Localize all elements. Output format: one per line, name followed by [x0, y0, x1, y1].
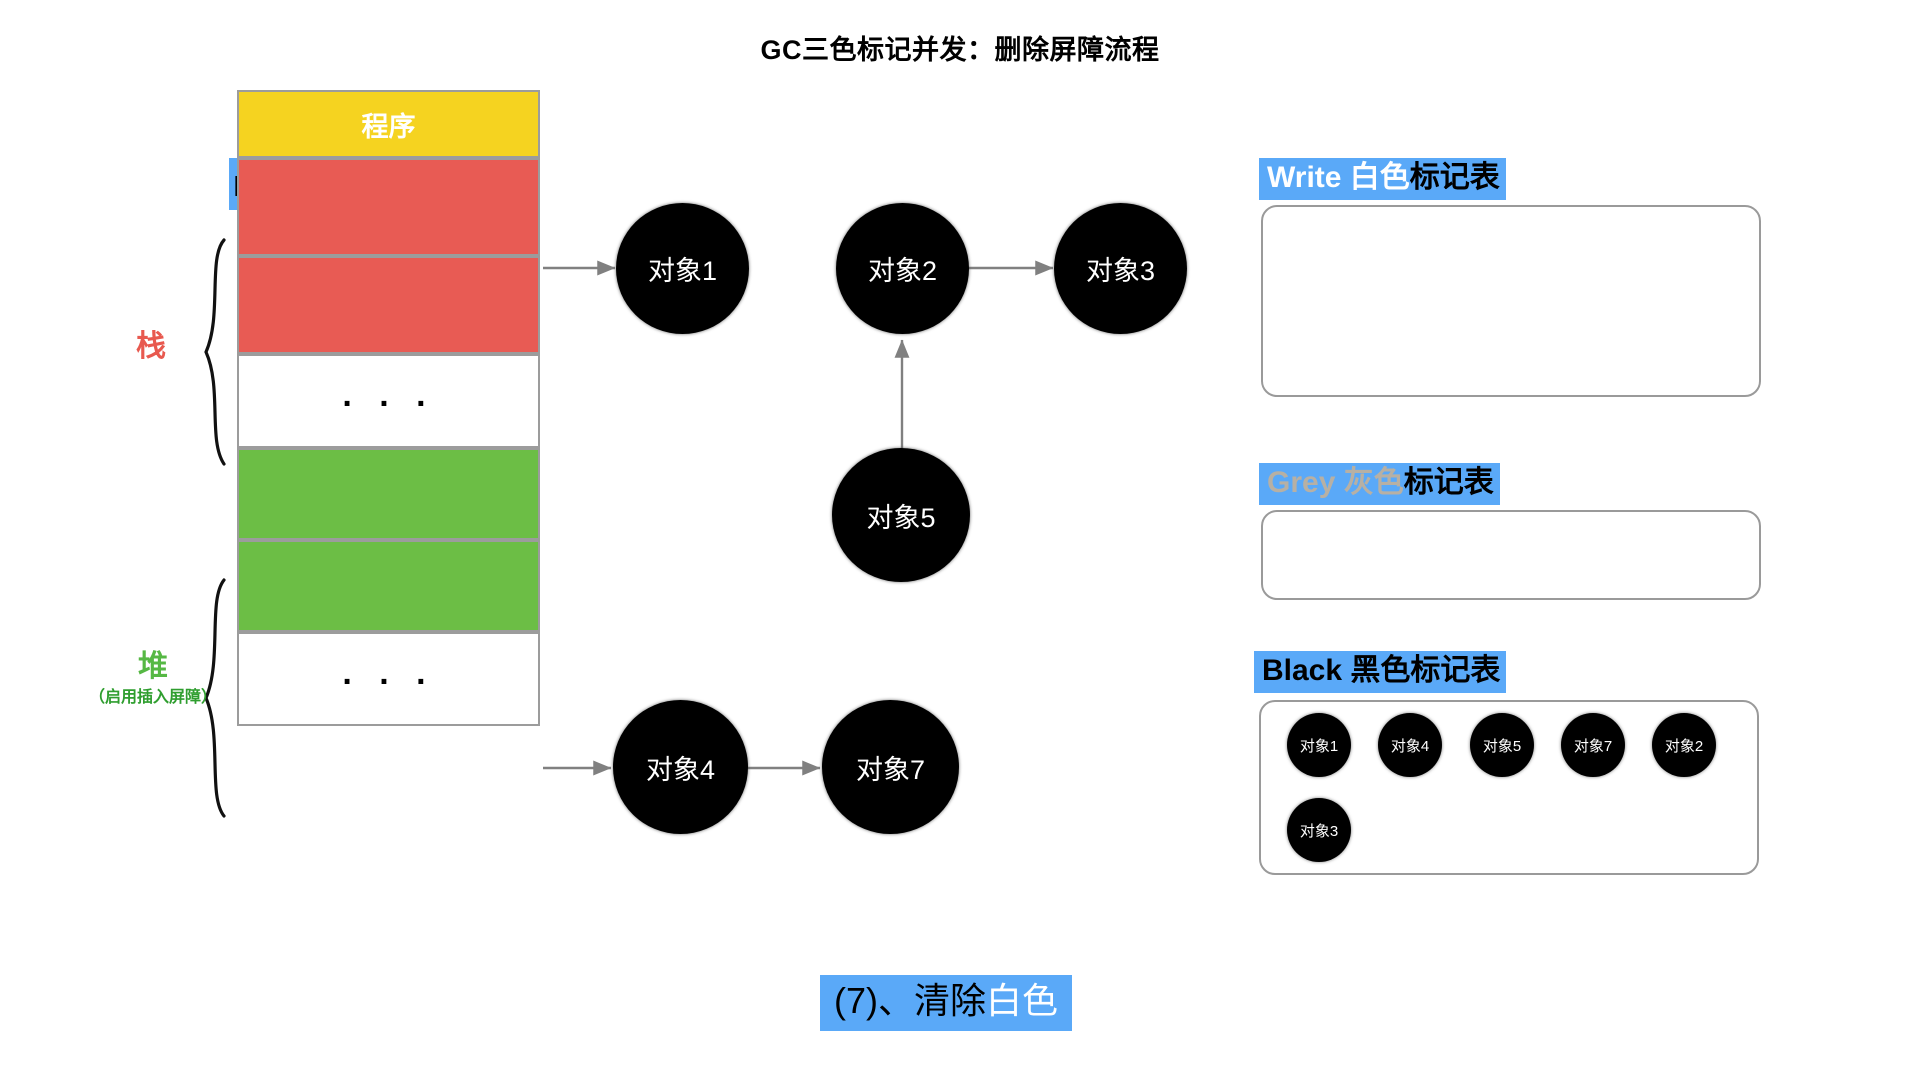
- black-table-header: Black 黑色标记表: [1254, 651, 1507, 693]
- chip-label: 对象3: [1299, 822, 1339, 840]
- grey-table-suffix: 标记表: [1403, 466, 1494, 499]
- object-node-obj5: 对象5: [832, 448, 970, 582]
- memory-block-program: 程序: [237, 90, 540, 158]
- chip-label: 对象4: [1390, 737, 1430, 755]
- black-table-keyword: Black 黑色: [1262, 654, 1411, 687]
- object-node-obj2: 对象2: [836, 203, 969, 334]
- object-label: 对象5: [866, 502, 936, 533]
- caption-prefix: (7)、清除: [834, 980, 986, 1021]
- black-table-chip: 对象4: [1378, 713, 1442, 777]
- stack-ellipsis-label: . . .: [342, 376, 435, 414]
- memory-block-stack-ellipsis: . . .: [237, 354, 540, 448]
- chip-label: 对象2: [1664, 737, 1704, 755]
- white-table-box: [1261, 205, 1761, 397]
- memory-block-heap-slot-1: [237, 448, 540, 540]
- step-caption: (7)、清除白色: [820, 975, 1073, 1031]
- stack-brace: [204, 238, 226, 466]
- object-label: 对象7: [855, 754, 926, 785]
- white-table-suffix: 标记表: [1409, 161, 1500, 194]
- object-label: 对象1: [647, 256, 718, 286]
- black-table-chip: 对象7: [1561, 713, 1625, 777]
- heap-label-sub: （启用插入屏障）: [88, 688, 217, 706]
- white-table-keyword: Write 白色: [1267, 161, 1410, 194]
- black-table-chip: 对象3: [1287, 798, 1351, 862]
- object-node-obj7: 对象7: [822, 700, 959, 834]
- object-label: 对象4: [645, 754, 716, 785]
- memory-block-heap-slot-2: [237, 540, 540, 632]
- object-node-obj3: 对象3: [1054, 203, 1187, 334]
- heap-ellipsis-label: . . .: [342, 654, 435, 692]
- black-table-chip: 对象2: [1652, 713, 1716, 777]
- white-table-header: Write 白色标记表: [1259, 158, 1506, 200]
- heap-label-text: 堆: [138, 650, 168, 683]
- memory-block-stack-slot-2: [237, 256, 540, 354]
- memory-block-stack-slot-1: [237, 158, 540, 256]
- memory-column: 程序 Root Set根节点集合 . . . . . .: [229, 90, 540, 726]
- black-table-chip: 对象1: [1287, 713, 1351, 777]
- heap-label: 堆 （启用插入屏障）: [58, 650, 248, 707]
- chip-label: 对象5: [1482, 737, 1522, 755]
- program-label: 程序: [361, 111, 416, 142]
- black-table-chip: 对象5: [1470, 713, 1534, 777]
- chip-label: 对象7: [1573, 737, 1613, 755]
- grey-table-keyword: Grey 灰色: [1267, 466, 1404, 499]
- stack-label-text: 栈: [136, 330, 166, 363]
- object-node-obj4: 对象4: [613, 700, 748, 834]
- grey-table-header: Grey 灰色标记表: [1259, 463, 1500, 505]
- object-label: 对象2: [867, 256, 938, 286]
- stack-label: 栈: [96, 330, 206, 365]
- grey-table-box: [1261, 510, 1761, 600]
- chip-label: 对象1: [1299, 737, 1339, 755]
- memory-block-heap-ellipsis: . . .: [237, 632, 540, 726]
- caption-highlight: 白色: [986, 980, 1059, 1021]
- black-table-suffix: 标记表: [1410, 654, 1501, 687]
- object-label: 对象3: [1085, 256, 1156, 286]
- page-title: GC三色标记并发：删除屏障流程: [760, 35, 1160, 65]
- object-node-obj1: 对象1: [616, 203, 749, 334]
